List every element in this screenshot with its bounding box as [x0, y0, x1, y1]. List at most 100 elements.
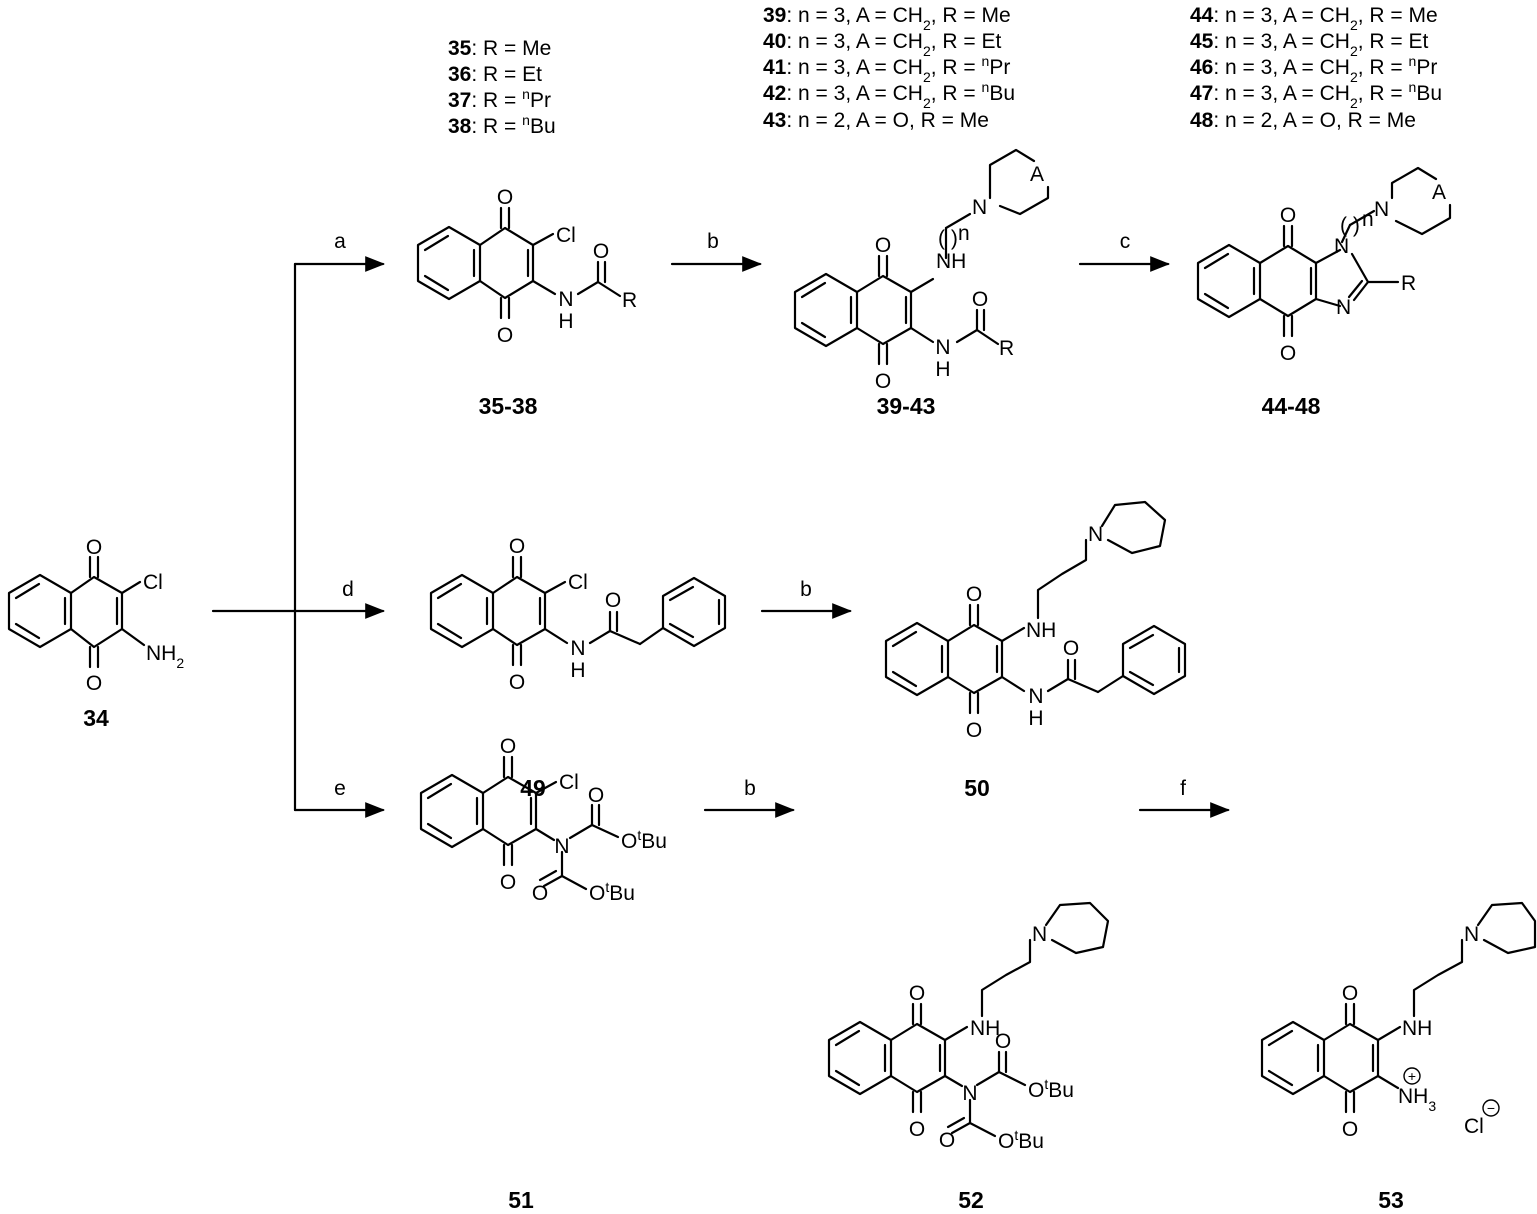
- svg-text:H: H: [570, 659, 585, 682]
- svg-text:OtBu: OtBu: [1028, 1076, 1074, 1102]
- svg-text:O: O: [1280, 204, 1296, 227]
- svg-text:NH3: NH3: [1398, 1085, 1436, 1114]
- svg-text:N: N: [1464, 923, 1479, 946]
- svg-text:O: O: [909, 982, 925, 1005]
- svg-text:41: n = 3, A = CH2, R = nPr: 41: n = 3, A = CH2, R = nPr: [763, 53, 1010, 85]
- svg-text:O: O: [1342, 1118, 1358, 1141]
- svg-text:N: N: [962, 1082, 977, 1105]
- svg-text:N: N: [1334, 235, 1349, 258]
- svg-text:Cl: Cl: [1464, 1115, 1484, 1138]
- svg-text:N: N: [1336, 296, 1351, 319]
- caption-50: 50: [964, 775, 990, 801]
- legend-37-text: : R =: [471, 89, 522, 112]
- svg-text:H: H: [558, 310, 573, 333]
- svg-text:O: O: [1280, 342, 1296, 365]
- reagent-a: a: [334, 230, 346, 253]
- svg-text:O: O: [497, 186, 513, 209]
- svg-text:O: O: [497, 324, 513, 347]
- svg-text:O: O: [593, 240, 609, 263]
- svg-text:R: R: [999, 337, 1014, 360]
- svg-text:O: O: [588, 784, 604, 807]
- svg-text:( ): ( ): [1340, 214, 1360, 237]
- reagent-labels: a d e b b b c f: [334, 230, 1186, 800]
- compound-39-43: O O NH N H O R ( ) n N A 39-43: [793, 148, 1050, 419]
- svg-text:O: O: [1063, 637, 1079, 660]
- caption-52: 52: [958, 1187, 984, 1213]
- caption-53: 53: [1378, 1187, 1404, 1213]
- svg-text:NH: NH: [970, 1017, 1000, 1040]
- reagent-d: d: [342, 578, 354, 601]
- svg-text:n: n: [1362, 208, 1374, 231]
- svg-text:O: O: [532, 882, 548, 905]
- svg-text:N: N: [1032, 923, 1047, 946]
- svg-text:+: +: [1408, 1068, 1416, 1084]
- svg-text:38: R = nBu: 38: R = nBu: [448, 112, 556, 138]
- svg-text:Cl: Cl: [556, 224, 576, 247]
- reagent-c: c: [1120, 230, 1131, 253]
- svg-text:43: n = 2, A = O, R = Me: 43: n = 2, A = O, R = Me: [763, 109, 989, 132]
- arrows: [211, 256, 1230, 818]
- svg-text:O: O: [972, 288, 988, 311]
- svg-text:OtBu: OtBu: [589, 879, 635, 905]
- compound-50: O O NH N H O N 50: [884, 500, 1187, 801]
- compound-44-48: O O N N R ( ) n N A 44-48: [1196, 166, 1452, 419]
- reagent-e: e: [334, 777, 346, 800]
- svg-text:n: n: [958, 222, 970, 245]
- svg-text:H: H: [1028, 707, 1043, 730]
- svg-text:Cl: Cl: [568, 571, 588, 594]
- svg-text:35: R = Me: 35: R = Me: [448, 37, 551, 60]
- svg-text:N: N: [935, 336, 950, 359]
- svg-text:48: n = 2, A = O, R = Me: 48: n = 2, A = O, R = Me: [1190, 109, 1416, 132]
- caption-35-38: 35-38: [479, 393, 538, 419]
- reagent-b-2: b: [800, 578, 812, 601]
- svg-text:42: n = 3, A = CH2, R = nBu: 42: n = 3, A = CH2, R = nBu: [763, 79, 1015, 111]
- svg-text:O: O: [86, 536, 102, 559]
- caption-44-48: 44-48: [1262, 393, 1321, 419]
- svg-text:40: n = 3, A = CH2, R = Et: 40: n = 3, A = CH2, R = Et: [763, 30, 1002, 59]
- svg-text:OtBu: OtBu: [621, 827, 667, 853]
- compound-34: O O Cl NH2 34: [7, 536, 184, 731]
- svg-text:O: O: [500, 735, 516, 758]
- caption-49: 49: [520, 775, 546, 801]
- svg-text:H: H: [935, 358, 950, 381]
- svg-text:O: O: [875, 370, 891, 393]
- legend-38-id: 38: [448, 115, 472, 138]
- caption-39-43: 39-43: [877, 393, 936, 419]
- svg-text:N: N: [1374, 198, 1389, 221]
- svg-text:O: O: [86, 672, 102, 695]
- compound-51: O O Cl N O OtBu O OtBu 51: [419, 735, 667, 1213]
- svg-text:NH: NH: [936, 250, 966, 273]
- svg-text:O: O: [500, 871, 516, 894]
- svg-text:R: R: [1401, 272, 1416, 295]
- svg-text:R: R: [622, 289, 637, 312]
- legend-35-text: : R = Me: [471, 37, 551, 60]
- svg-text:O: O: [939, 1129, 955, 1152]
- legend-44-48: 44: n = 3, A = CH2, R = Me 45: n = 3, A …: [1190, 4, 1442, 132]
- legend-39-43: 39: n = 3, A = CH2, R = Me 40: n = 3, A …: [763, 4, 1015, 132]
- legend-36-id: 36: [448, 63, 471, 86]
- svg-text:36: R = Et: 36: R = Et: [448, 63, 542, 86]
- svg-text:45: n = 3, A = CH2, R = Et: 45: n = 3, A = CH2, R = Et: [1190, 30, 1429, 59]
- svg-text:N: N: [1028, 685, 1043, 708]
- reagent-b-3: b: [744, 777, 756, 800]
- svg-text:OtBu: OtBu: [998, 1127, 1044, 1153]
- reagent-b-1: b: [707, 230, 719, 253]
- svg-text:N: N: [1088, 523, 1103, 546]
- svg-text:N: N: [570, 637, 585, 660]
- svg-text:Cl: Cl: [559, 771, 579, 794]
- svg-text:O: O: [966, 719, 982, 742]
- legend-37-tail: Pr: [530, 89, 551, 112]
- svg-text:44: n = 3, A = CH2, R = Me: 44: n = 3, A = CH2, R = Me: [1190, 4, 1438, 33]
- svg-text:NH: NH: [1026, 619, 1056, 642]
- svg-text:( ): ( ): [938, 227, 958, 250]
- svg-text:A: A: [1030, 163, 1044, 186]
- svg-text:O: O: [509, 535, 525, 558]
- svg-text:39: n = 3, A = CH2, R = Me: 39: n = 3, A = CH2, R = Me: [763, 4, 1011, 33]
- legend-35-38: 35: R = Me 36: R = Et 37: R = nPr 38: R …: [448, 37, 556, 138]
- reagent-f: f: [1180, 777, 1186, 800]
- compound-49: O O Cl N H O 49: [429, 535, 727, 801]
- legend-38-tail: Bu: [530, 115, 556, 138]
- svg-text:O: O: [875, 234, 891, 257]
- svg-text:N: N: [972, 196, 987, 219]
